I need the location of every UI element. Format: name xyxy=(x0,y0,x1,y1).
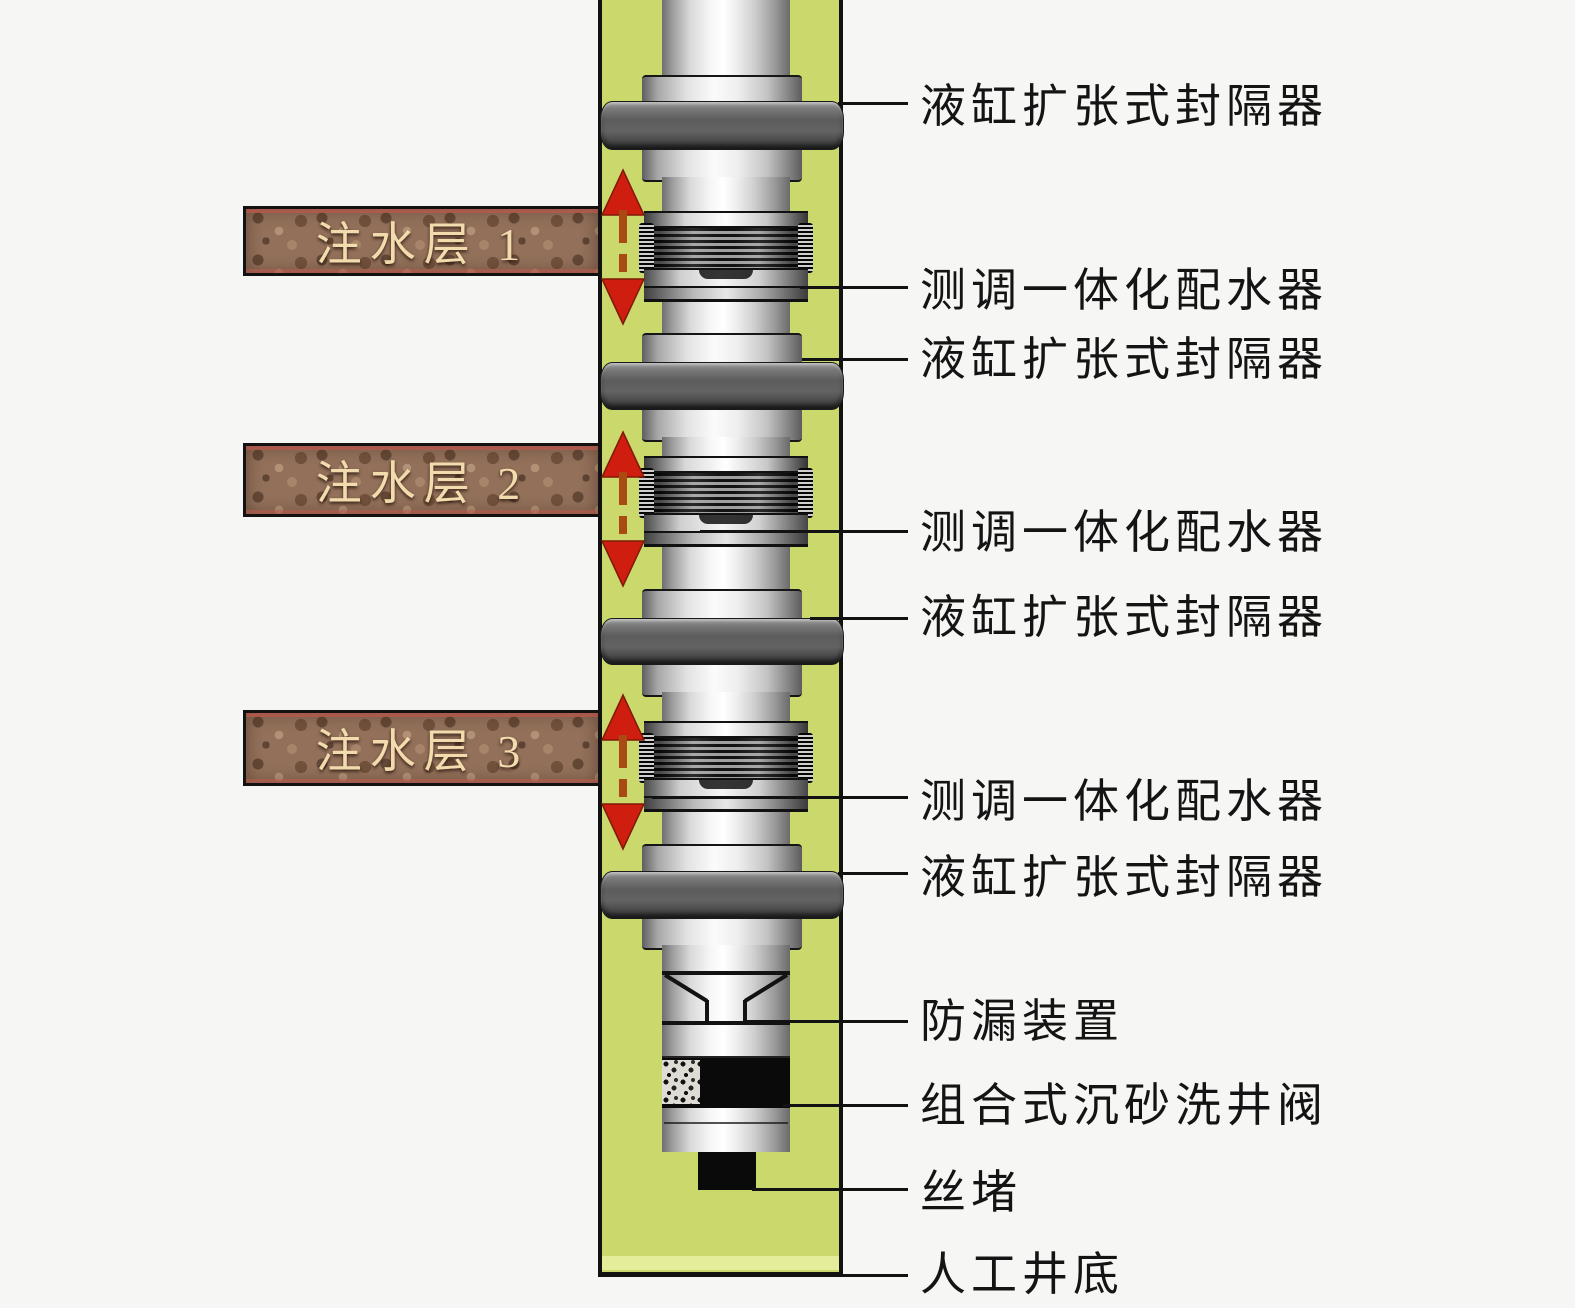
leader-line xyxy=(802,358,908,361)
component-label: 液缸扩张式封隔器 xyxy=(920,81,1328,132)
injection-layer-band-1: 注水层 1 xyxy=(243,206,601,276)
component-label: 测调一体化配水器 xyxy=(920,265,1328,316)
component-label: 测调一体化配水器 xyxy=(920,776,1328,827)
leader-line xyxy=(838,1274,908,1277)
water-distributor xyxy=(639,456,813,547)
leader-line xyxy=(800,286,908,289)
distributor-ring xyxy=(644,268,808,286)
wellbore-bottom-highlight xyxy=(602,1256,839,1270)
valve-speckle-section xyxy=(662,1060,700,1104)
packer-ring xyxy=(600,618,844,665)
distributor-ring xyxy=(644,778,808,796)
distributor-ridge xyxy=(639,223,813,273)
leader-line xyxy=(838,872,908,875)
leader-line xyxy=(652,796,908,799)
flow-arrows xyxy=(600,168,646,326)
packer-ring xyxy=(600,101,844,150)
packer-ring xyxy=(600,871,844,919)
up-arrow-icon xyxy=(600,168,646,243)
distributor-ring xyxy=(644,513,808,531)
tubing-seam xyxy=(664,1122,788,1124)
down-arrow-icon xyxy=(600,254,646,326)
component-label: 液缸扩张式封隔器 xyxy=(920,852,1328,903)
tubing-segment xyxy=(662,177,790,213)
leader-line xyxy=(746,1020,908,1023)
component-label: 防漏装置 xyxy=(920,996,1124,1047)
flow-arrows xyxy=(600,693,646,851)
component-label: 人工井底 xyxy=(920,1249,1124,1300)
leader-line xyxy=(783,1104,908,1107)
distributor-ridge xyxy=(639,468,813,518)
water-distributor xyxy=(639,211,813,302)
distributor-cap xyxy=(644,211,808,228)
packer-ring xyxy=(600,362,844,410)
down-arrow-icon xyxy=(600,516,646,588)
tubing-segment xyxy=(662,0,790,78)
leader-line xyxy=(838,102,908,105)
injection-layer-label: 注水层 2 xyxy=(315,458,529,509)
tubing-segment xyxy=(662,437,790,459)
leak-prevention-funnel xyxy=(662,971,790,1025)
injection-layer-band-3: 注水层 3 xyxy=(243,710,601,786)
water-distributor xyxy=(639,721,813,812)
flow-arrows xyxy=(600,430,646,588)
distributor-base xyxy=(644,531,808,547)
injection-layer-band-2: 注水层 2 xyxy=(243,443,601,517)
down-arrow-icon xyxy=(600,779,646,851)
component-label: 组合式沉砂洗井阀 xyxy=(920,1080,1328,1131)
leader-line xyxy=(752,1188,908,1191)
threaded-plug xyxy=(698,1152,756,1190)
tubing-segment xyxy=(662,692,790,724)
up-arrow-icon xyxy=(600,693,646,768)
tubing-segment xyxy=(662,945,790,1056)
distributor-cap xyxy=(644,721,808,738)
tubing-segment xyxy=(662,1106,790,1152)
injection-layer-label: 注水层 1 xyxy=(315,219,529,270)
component-label: 液缸扩张式封隔器 xyxy=(920,592,1328,643)
leader-line xyxy=(810,617,908,620)
leader-line xyxy=(700,530,908,533)
component-label: 丝堵 xyxy=(920,1167,1022,1218)
sand-settling-wash-valve xyxy=(662,1056,790,1108)
up-arrow-icon xyxy=(600,430,646,505)
injection-layer-label: 注水层 3 xyxy=(315,726,529,777)
component-label: 液缸扩张式封隔器 xyxy=(920,334,1328,385)
distributor-cap xyxy=(644,456,808,473)
component-label: 测调一体化配水器 xyxy=(920,507,1328,558)
distributor-ridge xyxy=(639,733,813,783)
distributor-base xyxy=(644,286,808,302)
